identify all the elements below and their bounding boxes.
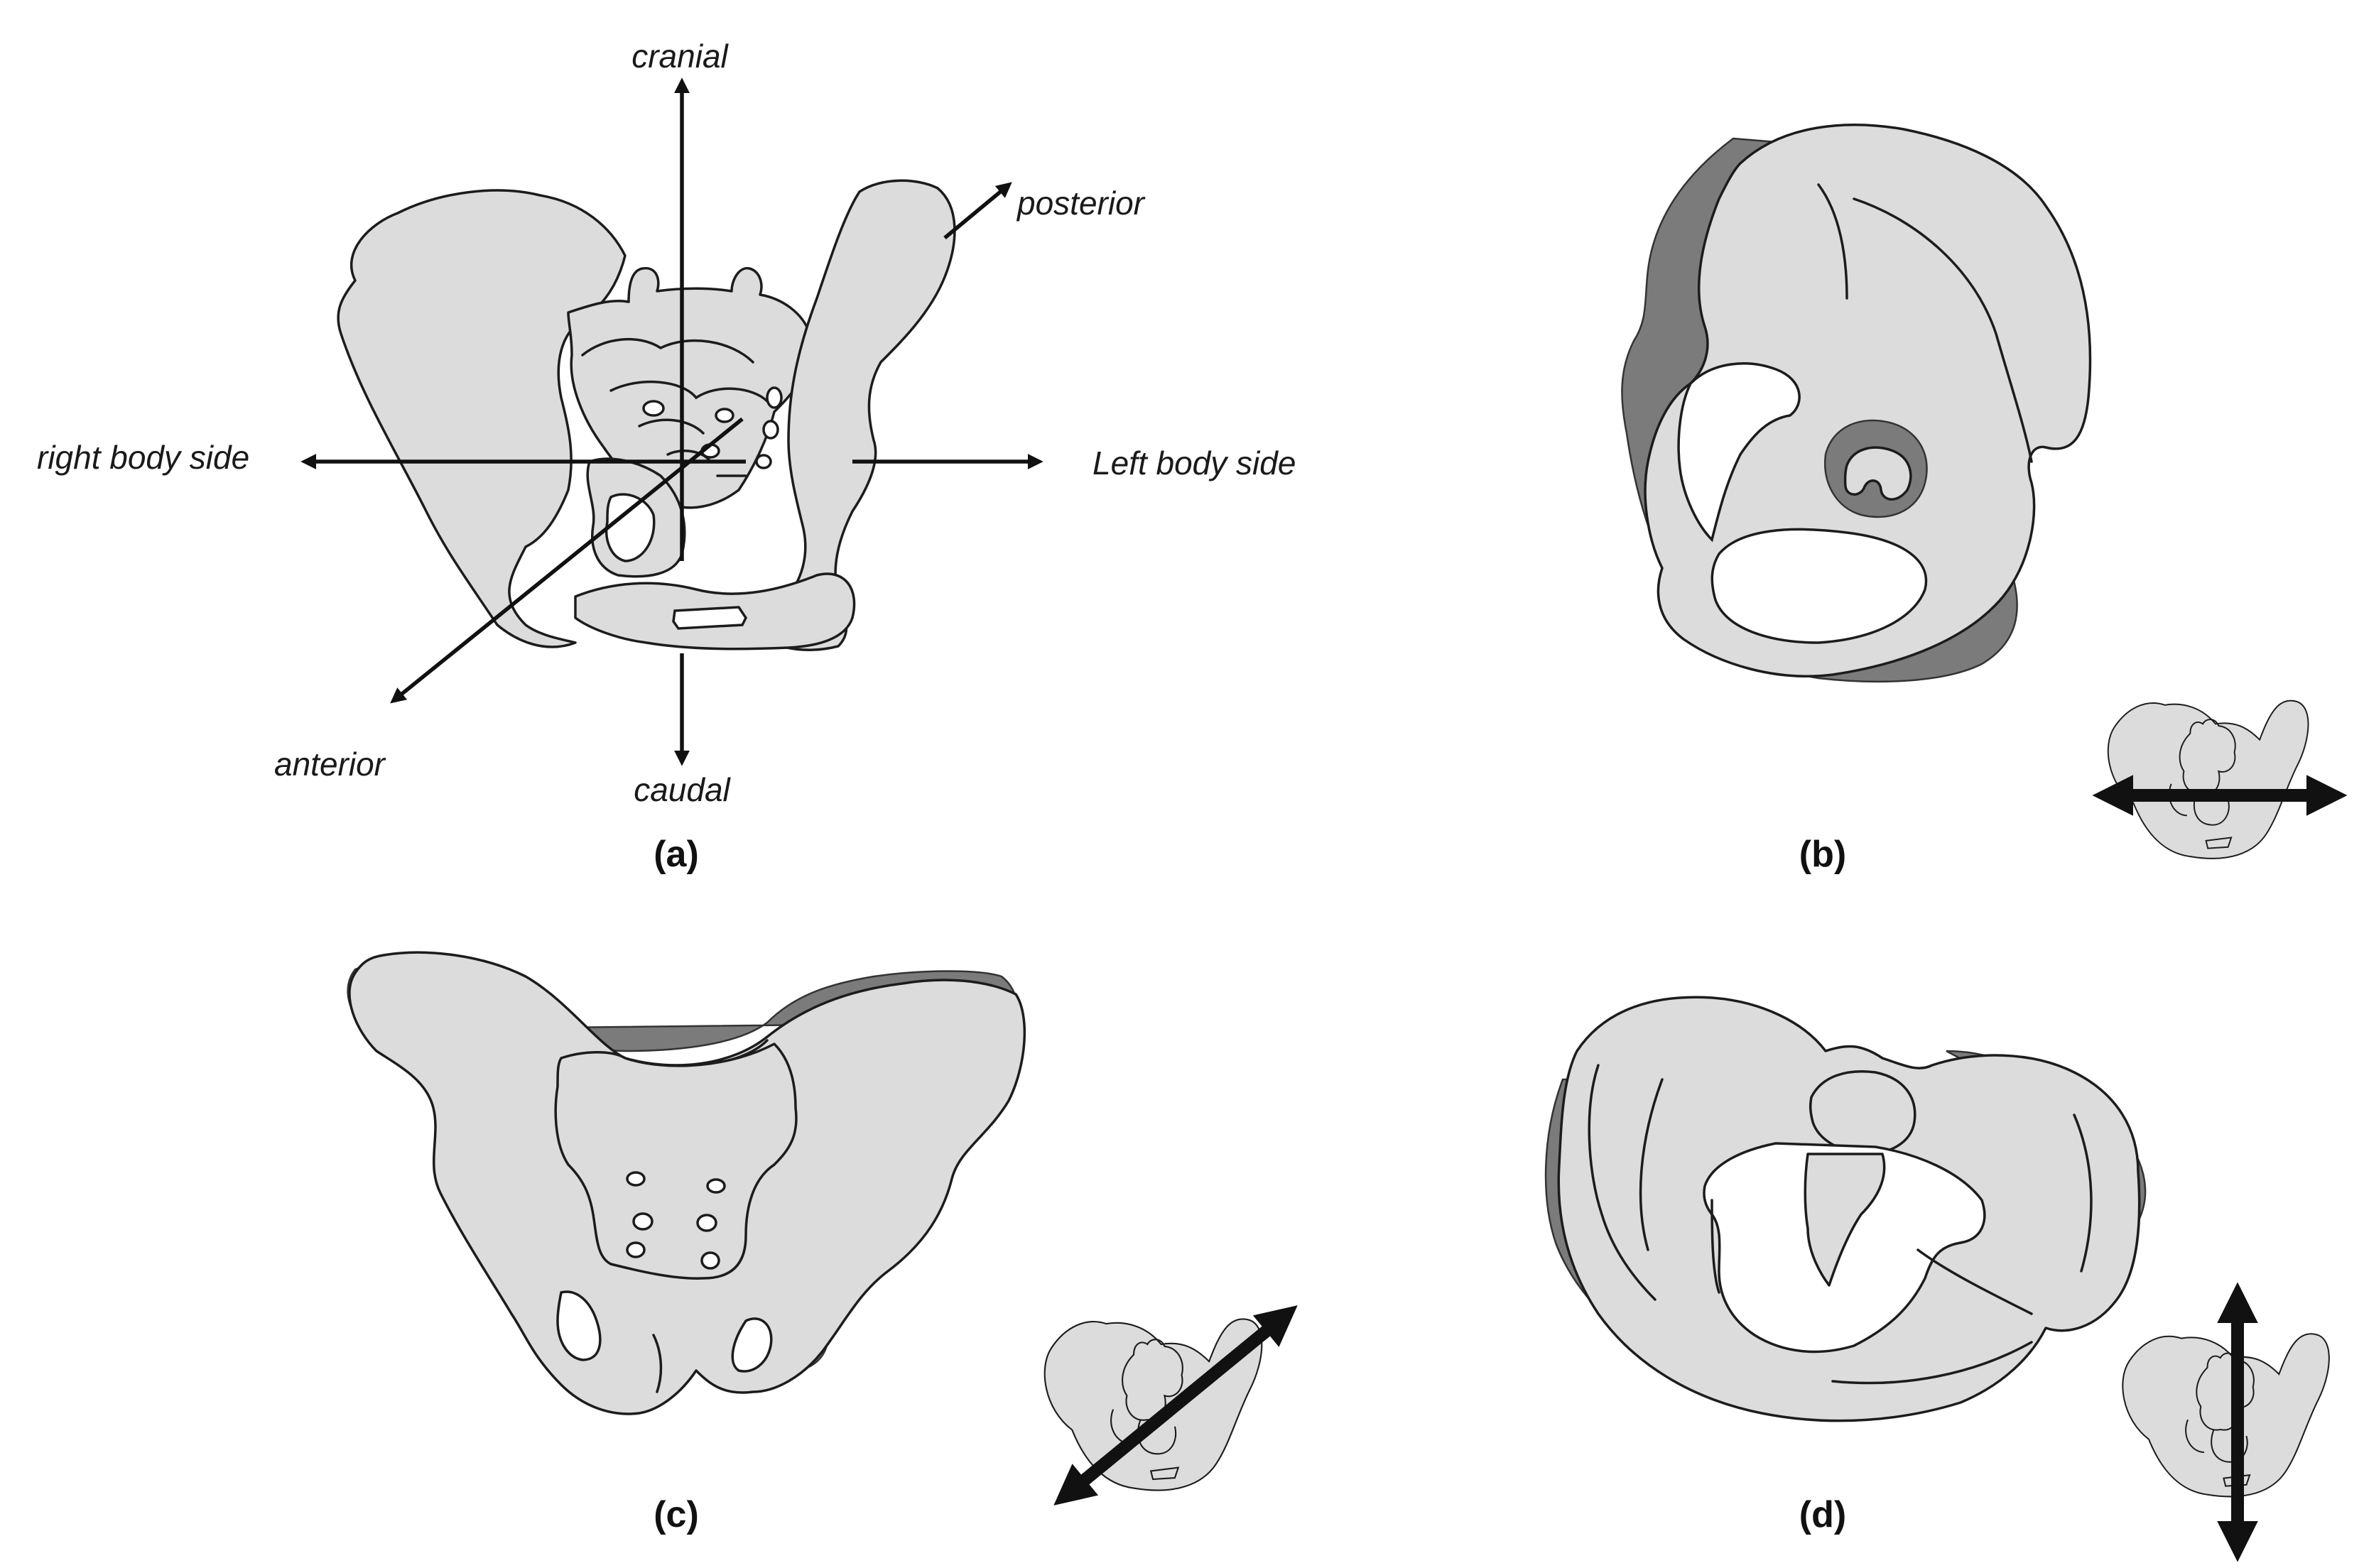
axis-label-caudal: caudal [634,771,731,808]
coronal-cut-arrow [1053,1305,1298,1506]
sagittal-section-drawing [1621,124,2092,683]
panel-label-b: (b) [1799,834,1846,875]
orientation-inset-b [2092,699,2348,859]
transverse-section-drawing [1544,996,2147,1422]
panel-label-d: (d) [1799,1494,1846,1535]
pelvis-3d-drawing [337,179,956,651]
posterior-axis [943,182,1012,240]
axis-system [300,77,1043,766]
orientation-inset-d [2122,1282,2330,1562]
axis-label-left-body-side: Left body side [1092,445,1296,481]
axis-label-right-body-side: right body side [37,439,249,476]
panel-a: cranial caudal right body side Left body… [37,38,1296,875]
panel-c: (c) [347,951,1298,1535]
axis-label-cranial: cranial [631,38,729,75]
panel-b: (b) [1621,124,2348,875]
coronal-section-drawing [347,951,1026,1415]
axis-label-anterior: anterior [274,746,386,783]
axis-label-posterior: posterior [1016,185,1146,222]
orientation-inset-c [1043,1305,1298,1506]
anterior-axis [390,417,744,704]
panel-label-c: (c) [654,1494,699,1535]
panel-label-a: (a) [654,834,699,875]
panel-d: (d) [1544,996,2330,1562]
